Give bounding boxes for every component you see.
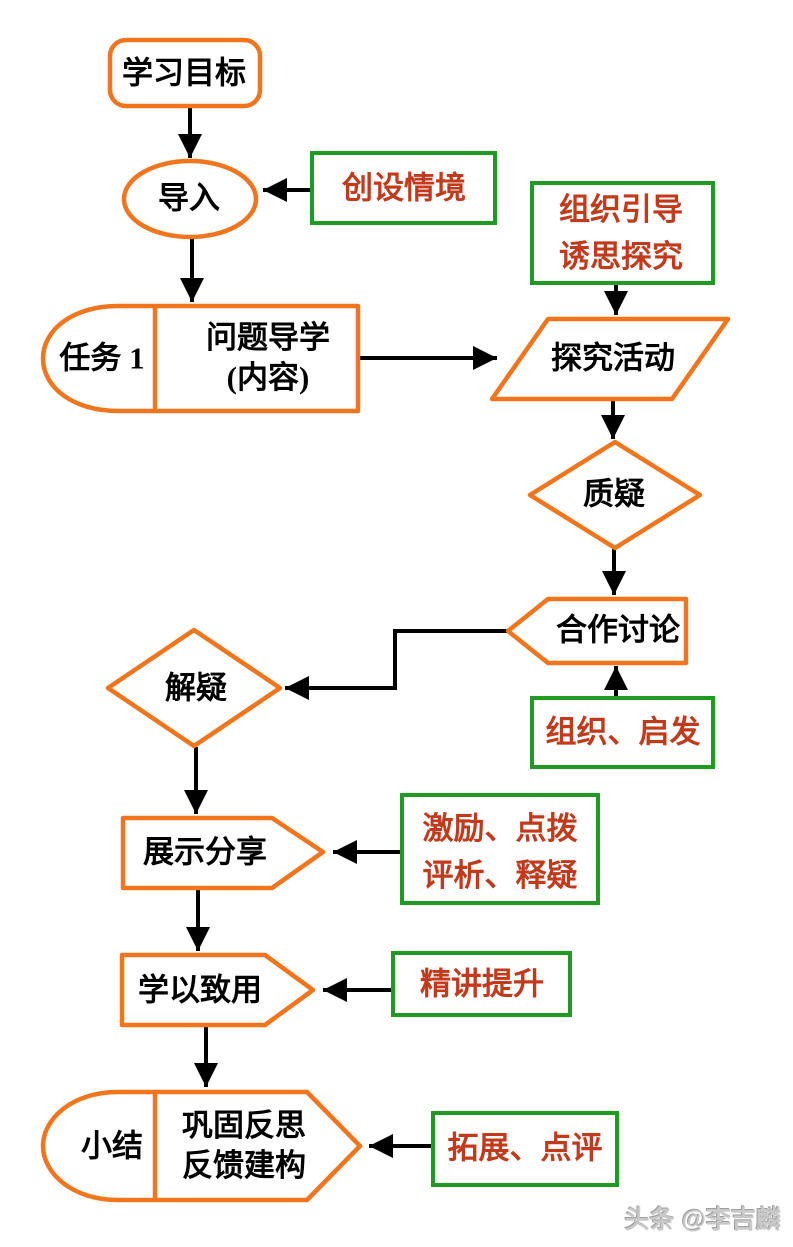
- learning-goal-label: 学习目标: [122, 55, 246, 91]
- consolidate-reflect-label: 巩固反思 反馈建构: [182, 1106, 306, 1186]
- intensive-teaching-box: [391, 951, 572, 1017]
- intensive-teaching-label: 精讲提升: [420, 966, 544, 1002]
- questioning-label: 质疑: [583, 476, 645, 512]
- resolve-doubt-diamond: [105, 627, 283, 749]
- problem-guide-line2: (内容): [226, 360, 310, 395]
- show-share-shape: [120, 815, 326, 891]
- encourage-appraise-label: 激励、点拨 评析、释疑: [423, 805, 578, 899]
- organize-inspire-box: [530, 696, 715, 769]
- task1-label: 任务 1: [59, 340, 145, 376]
- lead-in-shape: [121, 158, 259, 240]
- encourage-appraise-line1: 激励、点拨: [422, 811, 578, 846]
- lead-in-label: 导入: [158, 180, 220, 216]
- encourage-appraise-line2: 评析、释疑: [422, 858, 578, 893]
- organize-guide-box: [530, 181, 715, 285]
- consolidate-reflect-line2: 反馈建构: [182, 1148, 306, 1183]
- problem-guide-label: 问题导学 (内容): [206, 318, 330, 398]
- inquiry-activity-label: 探究活动: [551, 340, 675, 376]
- summary-consolidate-shape: [40, 1089, 363, 1203]
- summary-label: 小结: [81, 1128, 143, 1164]
- create-situation-label: 创设情境: [342, 170, 466, 206]
- apply-learning-shape: [119, 952, 316, 1028]
- organize-guide-line2: 诱思探究: [559, 239, 683, 274]
- organize-inspire-label: 组织、启发: [545, 714, 701, 750]
- cooperative-discussion-shape: [505, 596, 689, 666]
- toutiao-watermark: 头条 @李吉麟: [624, 1206, 781, 1234]
- consolidate-reflect-line1: 巩固反思: [182, 1108, 306, 1143]
- learning-goal-shape: [107, 37, 263, 109]
- extend-comment-label: 拓展、点评: [447, 1130, 603, 1166]
- encourage-appraise-box: [400, 793, 600, 905]
- inquiry-activity-shape: [489, 316, 731, 402]
- extend-comment-box: [431, 1111, 619, 1187]
- create-situation-box: [310, 151, 497, 225]
- cooperative-discussion-label: 合作讨论: [556, 612, 680, 648]
- organize-guide-line1: 组织引导: [559, 192, 683, 227]
- organize-guide-label: 组织引导 诱思探究: [559, 186, 683, 280]
- arrow-discussion-to-resolve: [285, 629, 508, 700]
- task1-problem-guide-shape: [40, 303, 361, 414]
- apply-learning-label: 学以致用: [138, 972, 262, 1008]
- resolve-doubt-label: 解疑: [165, 670, 227, 706]
- show-share-label: 展示分享: [143, 834, 267, 870]
- problem-guide-line1: 问题导学: [206, 320, 330, 355]
- questioning-diamond: [527, 439, 703, 551]
